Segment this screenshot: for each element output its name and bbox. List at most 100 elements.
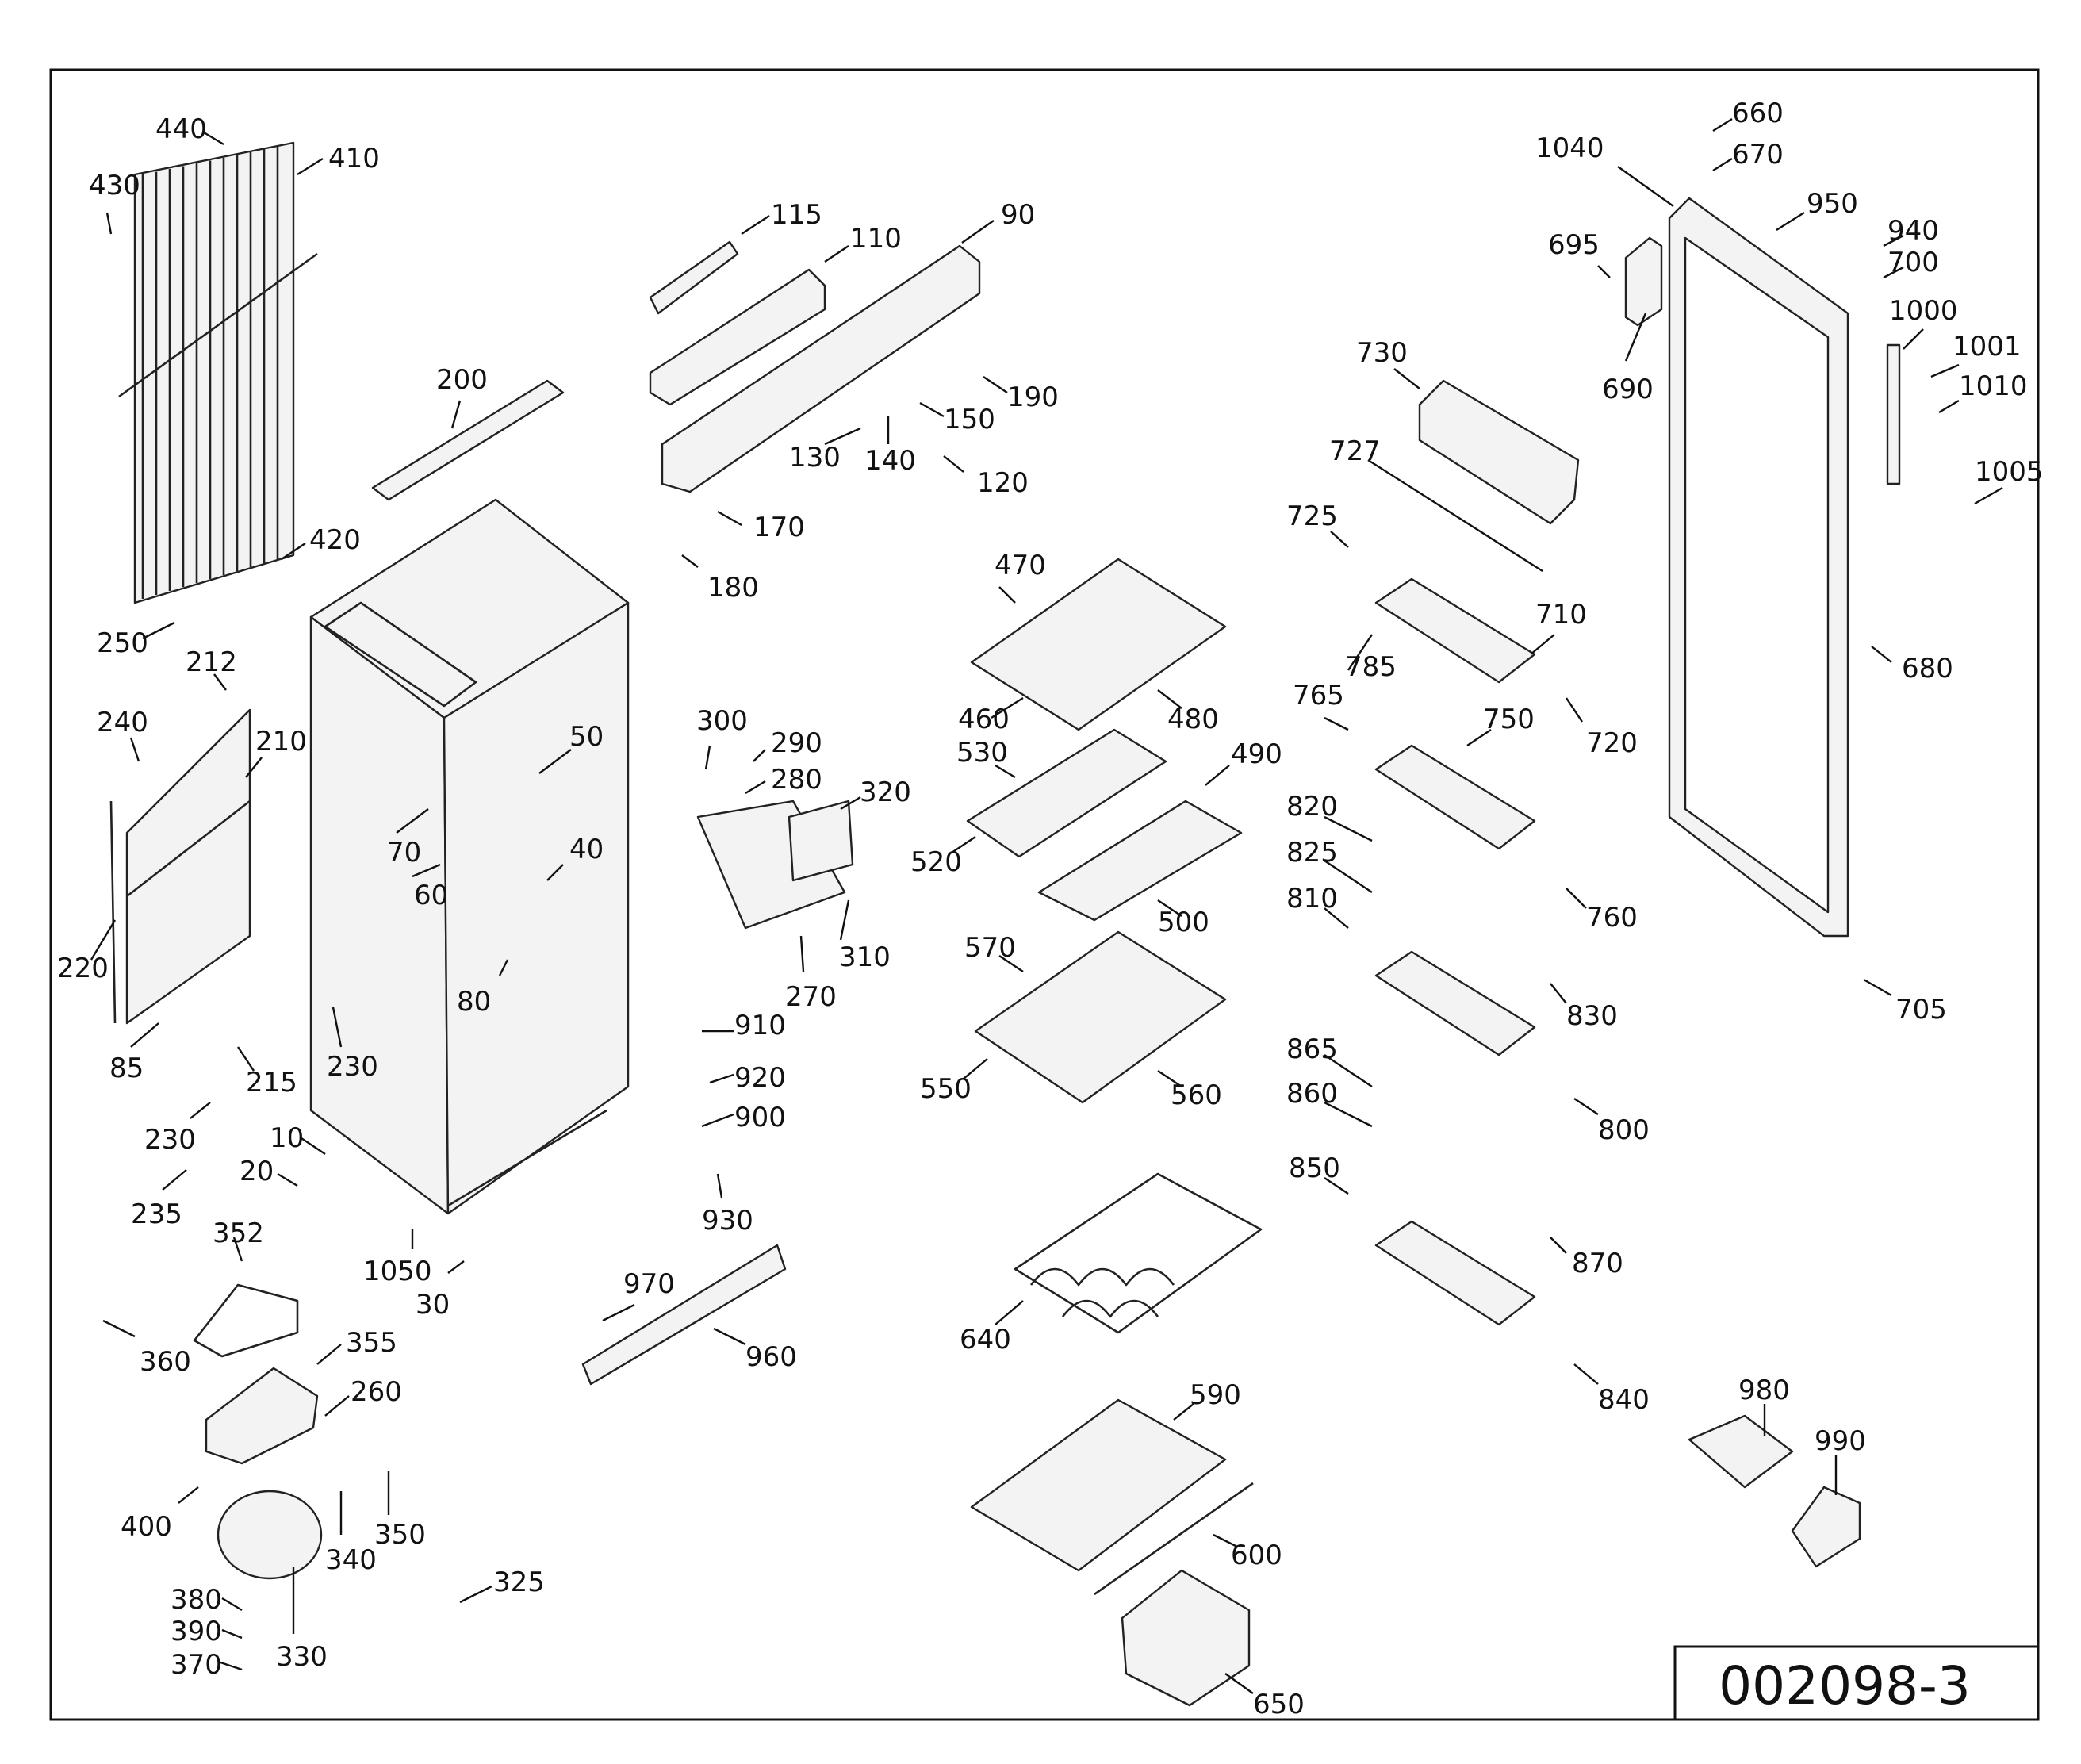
label-1040: 1040 — [1535, 132, 1604, 164]
label-490: 490 — [1231, 738, 1282, 770]
part-door-680 — [1668, 197, 1849, 938]
label-85: 85 — [109, 1053, 144, 1084]
label-950: 950 — [1807, 188, 1858, 220]
label-500: 500 — [1158, 907, 1209, 938]
part-box-730 — [1418, 379, 1580, 525]
label-80: 80 — [457, 986, 491, 1018]
label-420: 420 — [309, 524, 361, 556]
label-800: 800 — [1598, 1114, 1650, 1146]
label-785: 785 — [1345, 651, 1397, 683]
label-670: 670 — [1732, 139, 1784, 171]
label-70: 70 — [387, 837, 421, 869]
label-300: 300 — [696, 705, 748, 737]
label-120: 120 — [977, 467, 1029, 499]
label-900: 900 — [734, 1102, 786, 1133]
label-330: 330 — [276, 1641, 328, 1673]
label-340: 340 — [325, 1544, 377, 1576]
label-560: 560 — [1171, 1079, 1222, 1111]
label-980: 980 — [1738, 1375, 1790, 1406]
label-680: 680 — [1902, 653, 1953, 685]
label-440: 440 — [155, 113, 207, 145]
leader-lines — [90, 117, 2003, 1694]
part-hinge-1000 — [1886, 343, 1901, 485]
label-20: 20 — [240, 1156, 274, 1187]
label-730: 730 — [1356, 337, 1408, 369]
label-250: 250 — [97, 627, 148, 659]
label-860: 860 — [1286, 1078, 1338, 1110]
label-865: 865 — [1286, 1033, 1338, 1065]
label-150: 150 — [944, 404, 995, 435]
drawing-code: 002098-3 — [1719, 1655, 1971, 1716]
label-660: 660 — [1732, 98, 1784, 129]
part-egg-tray-980 — [1688, 1414, 1794, 1489]
label-705: 705 — [1895, 994, 1947, 1026]
label-970: 970 — [623, 1268, 675, 1300]
part-cover-320 — [788, 800, 854, 882]
label-850: 850 — [1289, 1152, 1340, 1184]
label-110: 110 — [850, 223, 902, 255]
part-butter-box-990 — [1791, 1486, 1861, 1568]
diagram-frame — [49, 68, 2040, 1721]
label-725: 725 — [1286, 500, 1338, 532]
label-695: 695 — [1548, 229, 1600, 261]
label-590: 590 — [1190, 1379, 1241, 1411]
label-115: 115 — [771, 199, 822, 231]
part-condenser-410 — [118, 141, 318, 604]
label-765: 765 — [1293, 680, 1344, 711]
label-90: 90 — [1001, 199, 1035, 231]
label-570: 570 — [964, 932, 1016, 964]
label-460: 460 — [958, 704, 1010, 735]
label-840: 840 — [1598, 1384, 1650, 1416]
label-760: 760 — [1586, 902, 1638, 934]
label-550: 550 — [920, 1073, 972, 1105]
part-handle-690 — [1624, 236, 1663, 327]
label-410: 410 — [328, 143, 380, 174]
label-230: 230 — [327, 1051, 378, 1083]
part-bracket-115 — [649, 240, 739, 315]
label-180: 180 — [707, 572, 759, 604]
label-280: 280 — [771, 764, 822, 796]
part-cabinet — [309, 498, 630, 1215]
label-30: 30 — [416, 1289, 450, 1321]
label-480: 480 — [1167, 704, 1219, 735]
label-430: 430 — [89, 170, 140, 201]
label-230-b: 230 — [144, 1124, 196, 1156]
label-960: 960 — [745, 1341, 797, 1373]
label-1010: 1010 — [1959, 370, 2028, 402]
label-830: 830 — [1566, 1000, 1618, 1032]
part-door-shelves — [1374, 577, 1536, 1326]
label-530: 530 — [956, 737, 1008, 769]
part-wine-rack-640 — [1014, 1172, 1263, 1334]
part-control-unit-110 — [649, 268, 826, 406]
label-260: 260 — [351, 1376, 402, 1408]
label-1050: 1050 — [363, 1256, 432, 1287]
label-870: 870 — [1572, 1248, 1623, 1279]
part-kickplate-960 — [581, 1244, 787, 1386]
label-370: 370 — [171, 1649, 222, 1681]
label-200: 200 — [436, 364, 488, 396]
label-360: 360 — [140, 1346, 191, 1378]
part-tray-355 — [205, 1367, 319, 1465]
label-380: 380 — [171, 1584, 222, 1616]
part-strip-220 — [109, 800, 117, 1024]
part-drawer-650 — [1121, 1569, 1251, 1707]
label-470: 470 — [995, 550, 1046, 581]
part-labels: 440 410 430 115 110 90 660 670 1040 950 … — [57, 98, 2044, 1720]
label-1000: 1000 — [1889, 295, 1958, 327]
label-720: 720 — [1586, 727, 1638, 759]
label-400: 400 — [121, 1511, 172, 1543]
label-10: 10 — [270, 1122, 304, 1154]
part-panel-200 — [371, 379, 565, 501]
label-920: 920 — [734, 1062, 786, 1094]
label-270: 270 — [785, 981, 837, 1013]
label-1005: 1005 — [1975, 456, 2044, 488]
part-bracket-352 — [193, 1283, 299, 1358]
label-310: 310 — [839, 941, 891, 973]
part-compressor-330 — [217, 1490, 323, 1580]
label-140: 140 — [864, 445, 916, 477]
label-727: 727 — [1329, 435, 1381, 467]
label-352: 352 — [213, 1218, 264, 1249]
label-690: 690 — [1602, 374, 1654, 405]
label-215: 215 — [246, 1067, 297, 1099]
